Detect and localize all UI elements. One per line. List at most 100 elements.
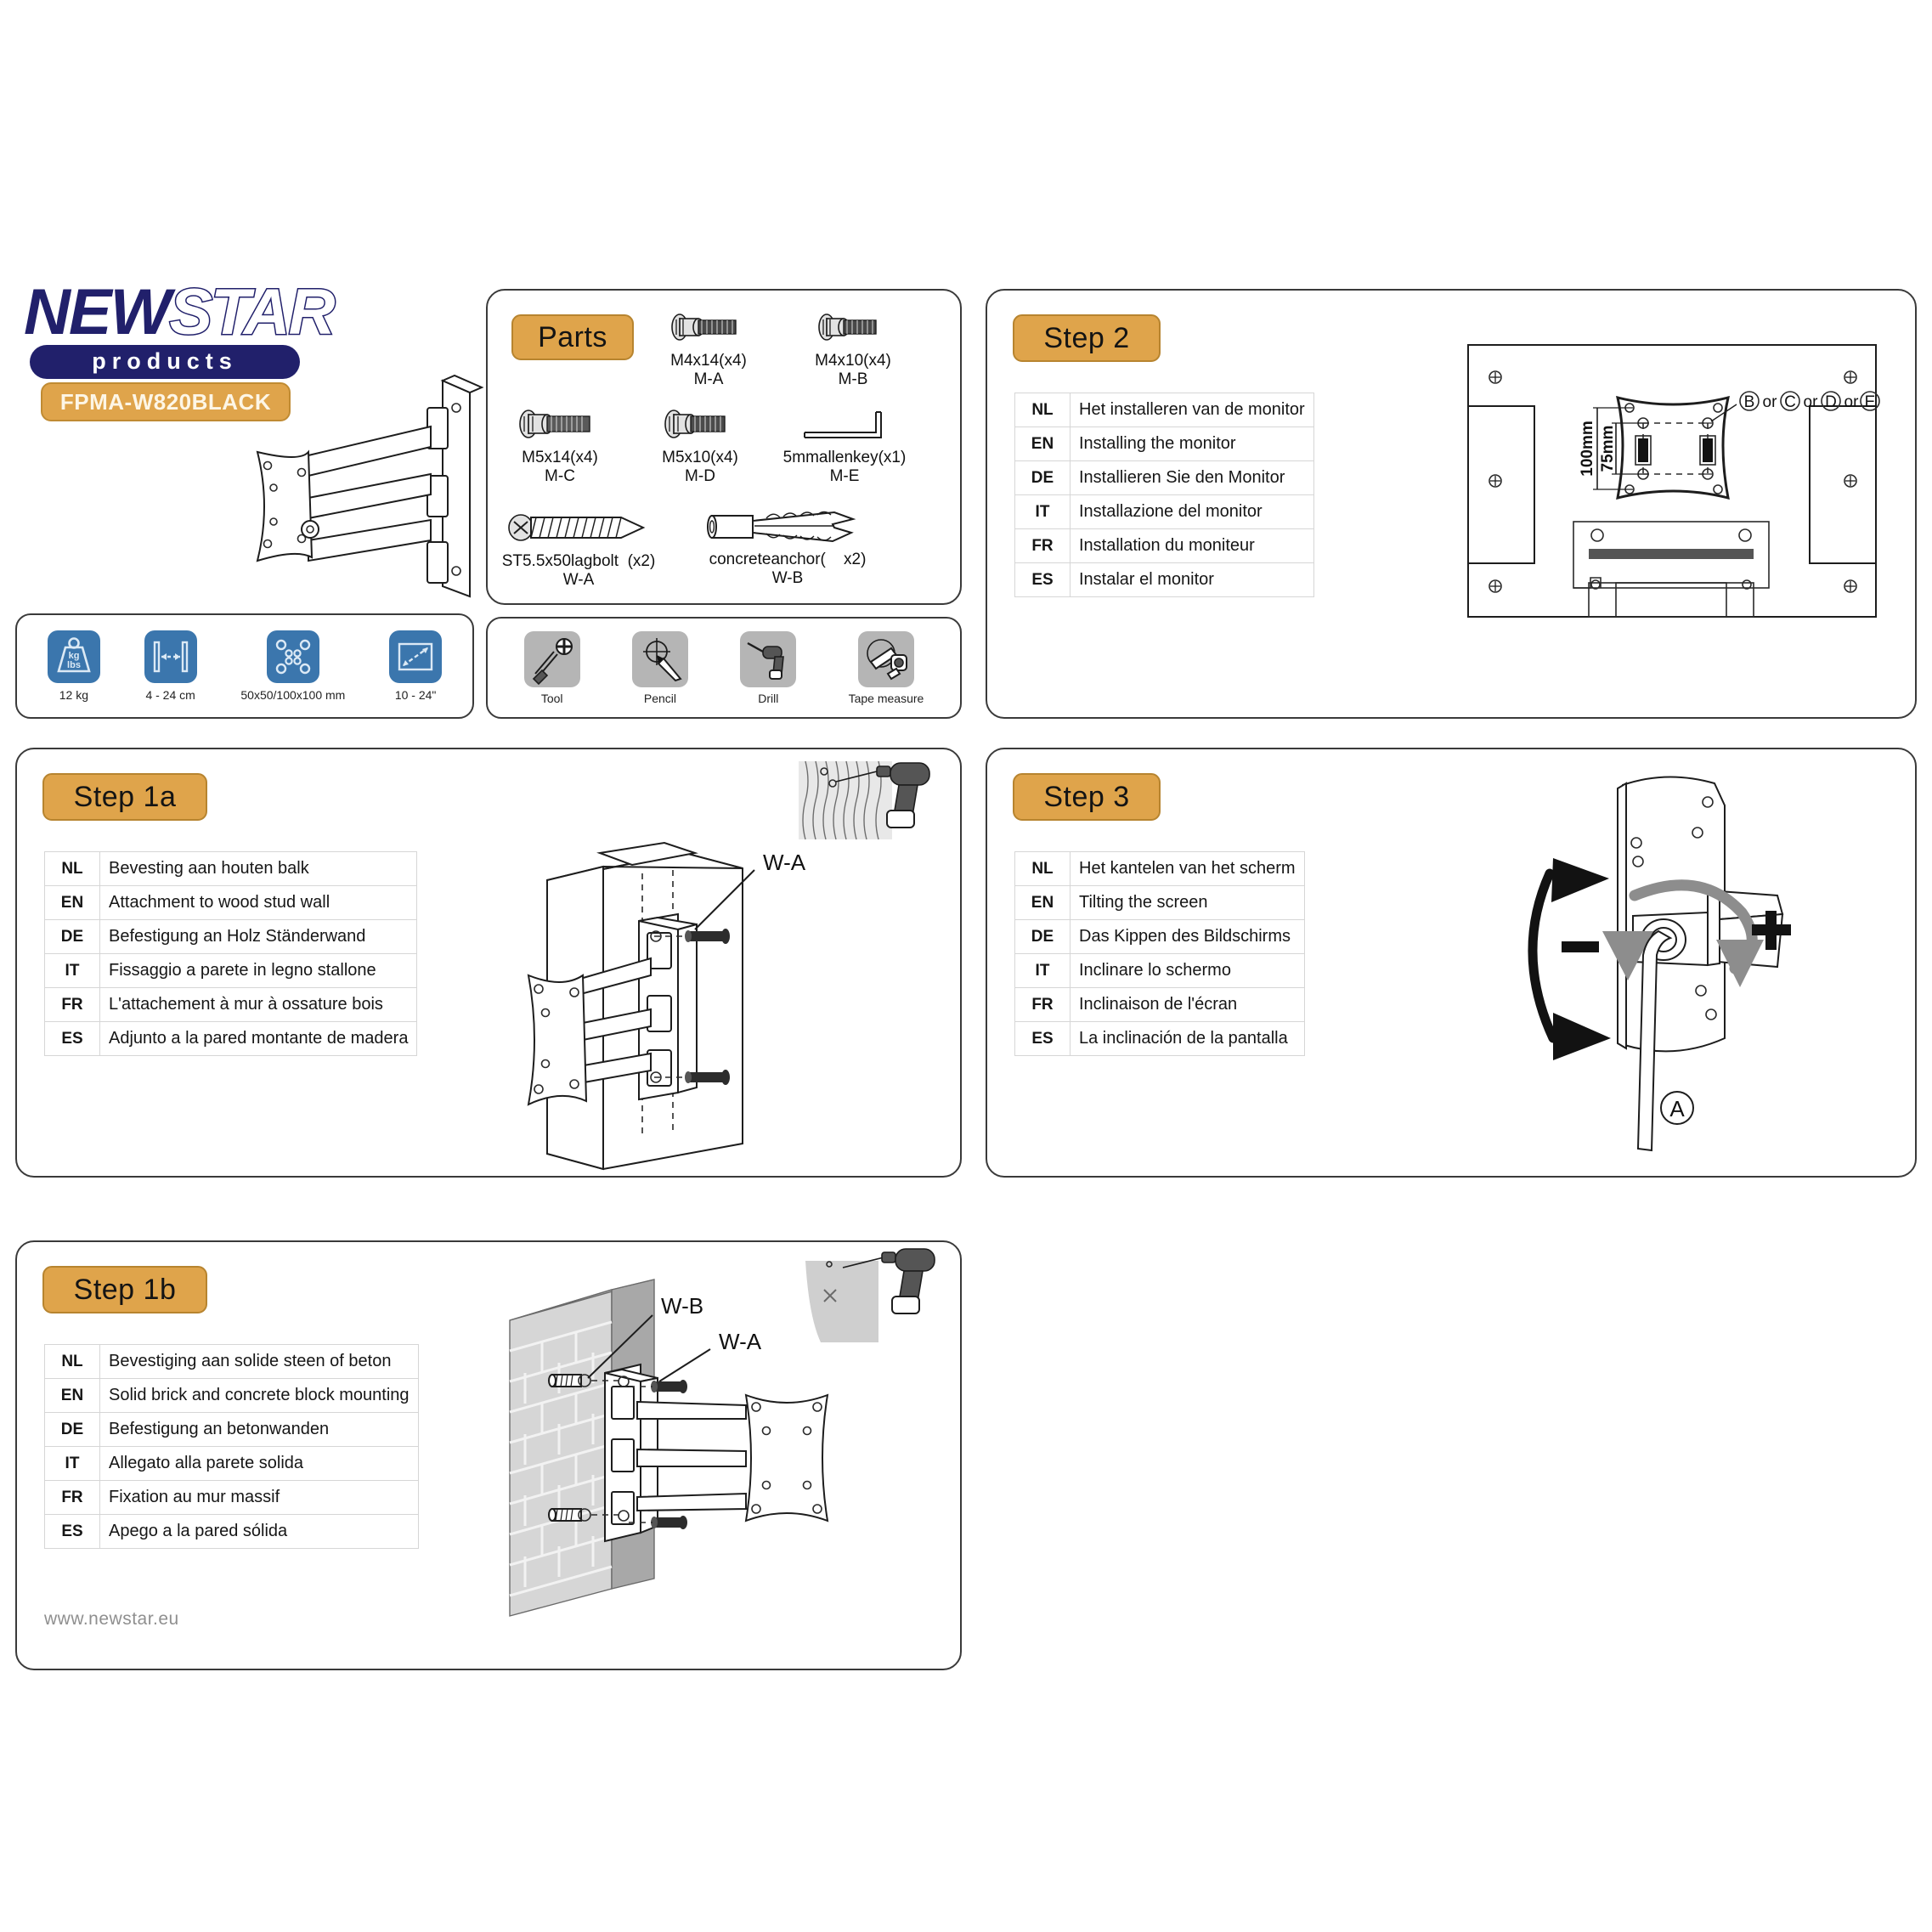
part-item-concreteanchor: concreteanchor( x2) W-B bbox=[681, 501, 894, 589]
part-label-m5x14-line1: M5x14(x4) bbox=[522, 449, 598, 466]
step3-tool-ref: A bbox=[1669, 1096, 1685, 1121]
bolt-icon bbox=[624, 399, 777, 449]
part-label-lagbolt-line1: ST5.5x50lagbolt (x2) bbox=[501, 552, 656, 570]
lang-code: DE bbox=[1014, 919, 1071, 954]
tape-measure-icon bbox=[857, 630, 914, 687]
lang-text: Tilting the screen bbox=[1070, 885, 1305, 920]
lang-code: FR bbox=[1014, 528, 1071, 563]
screw-option-d: D bbox=[1825, 393, 1837, 411]
spec-depth: 4 - 24 cm bbox=[144, 630, 197, 702]
lag-bolt-icon bbox=[651, 1380, 687, 1393]
lang-code: EN bbox=[1014, 885, 1071, 920]
screw-option-or3: or bbox=[1844, 393, 1860, 411]
lang-code: DE bbox=[44, 1412, 100, 1447]
drill-inset bbox=[799, 760, 930, 840]
part-item-lagbolt: ST5.5x50lagbolt (x2) W-A bbox=[481, 503, 676, 590]
spec-weight-label: 12 kg bbox=[59, 688, 88, 702]
lang-code: NL bbox=[1014, 851, 1071, 886]
screw-option-e: E bbox=[1865, 393, 1876, 411]
lang-text: Bevestiging aan solide steen of beton bbox=[99, 1344, 419, 1379]
part-label-m5x10-line1: M5x10(x4) bbox=[662, 449, 738, 466]
lang-text: Fissaggio a parete in legno stallone bbox=[99, 953, 418, 988]
bolt-icon bbox=[632, 302, 785, 352]
lang-code: NL bbox=[44, 1344, 100, 1379]
step1b-title-badge: Step 1b bbox=[42, 1266, 207, 1313]
lang-text: Installazione del monitor bbox=[1070, 494, 1314, 529]
bolt-icon bbox=[777, 302, 929, 352]
lang-text: Adjunto a la pared montante de madera bbox=[99, 1021, 418, 1056]
lang-text: Het installeren van de monitor bbox=[1070, 393, 1314, 427]
lang-code: ES bbox=[44, 1021, 100, 1056]
svg-text:lbs: lbs bbox=[67, 660, 81, 670]
tool-screwdriver-label: Tool bbox=[540, 691, 563, 705]
lang-text: Installieren Sie den Monitor bbox=[1070, 460, 1314, 495]
weight-icon: kg lbs bbox=[47, 630, 100, 683]
part-item-m5x14: M5x14(x4) M-C bbox=[483, 399, 636, 487]
lang-text: Apego a la pared sólida bbox=[99, 1514, 419, 1549]
brand-logo: NEWSTAR products FPMA-W820BLACK bbox=[15, 279, 338, 421]
lang-code: NL bbox=[1014, 393, 1071, 427]
lang-text: Het kantelen van het scherm bbox=[1070, 851, 1305, 886]
lang-text: Das Kippen des Bildschirms bbox=[1070, 919, 1305, 954]
drill-inset bbox=[805, 1248, 935, 1342]
part-label-allenkey-line2: M-E bbox=[829, 467, 860, 486]
concrete-anchor-icon bbox=[681, 501, 894, 551]
screwdriver-icon bbox=[523, 630, 580, 687]
lang-code: ES bbox=[1014, 1021, 1071, 1056]
lag-bolt-icon bbox=[685, 1070, 730, 1085]
lang-text: Befestigung an Holz Ständerwand bbox=[99, 919, 418, 954]
model-badge: FPMA-W820BLACK bbox=[41, 382, 291, 421]
lang-text: Befestigung an betonwanden bbox=[99, 1412, 419, 1447]
lag-bolt-icon bbox=[651, 1516, 687, 1529]
lag-bolt-icon bbox=[481, 503, 676, 552]
lang-text: Installing the monitor bbox=[1070, 427, 1314, 461]
step3-illustration: A bbox=[1497, 758, 1854, 1166]
part-item-m4x10: M4x10(x4) M-B bbox=[777, 302, 929, 390]
step1b-illustration: W-B W-A bbox=[501, 1248, 952, 1643]
lang-code: IT bbox=[1014, 494, 1071, 529]
step1b-title-label: Step 1b bbox=[73, 1273, 177, 1306]
tool-drill-label: Drill bbox=[758, 691, 779, 705]
tool-drill: Drill bbox=[740, 630, 797, 705]
lang-text: Solid brick and concrete block mounting bbox=[99, 1378, 419, 1413]
logo-products-text: products bbox=[92, 348, 238, 374]
step1b-callout-wa: W-A bbox=[719, 1329, 762, 1354]
lang-text: Attachment to wood stud wall bbox=[99, 885, 418, 920]
part-label-m5x14-line2: M-C bbox=[545, 467, 575, 486]
spec-vesa: 50x50/100x100 mm bbox=[240, 630, 345, 702]
model-badge-label: FPMA-W820BLACK bbox=[59, 388, 272, 415]
part-label-allenkey-line1: 5mmallenkey(x1) bbox=[782, 449, 907, 466]
part-label-concreteanchor-line1: concreteanchor( x2) bbox=[709, 551, 867, 568]
spec-depth-label: 4 - 24 cm bbox=[145, 688, 195, 702]
pencil-icon bbox=[631, 630, 688, 687]
part-label-m5x10-line2: M-D bbox=[685, 467, 715, 486]
vesa-icon bbox=[266, 630, 319, 683]
step2-screw-options: B or C or D or E bbox=[1739, 391, 1880, 411]
part-label-m4x14-line2: M-A bbox=[693, 370, 724, 389]
tool-tape-measure-label: Tape measure bbox=[848, 691, 924, 705]
lang-text: Installation du moniteur bbox=[1070, 528, 1314, 563]
part-label-concreteanchor-line2: W-B bbox=[771, 569, 804, 588]
footer-url[interactable]: www.newstar.eu bbox=[44, 1609, 179, 1629]
step1a-callout-wa: W-A bbox=[763, 850, 806, 875]
tool-tape-measure: Tape measure bbox=[848, 630, 924, 705]
part-label-lagbolt-line2: W-A bbox=[562, 571, 595, 590]
